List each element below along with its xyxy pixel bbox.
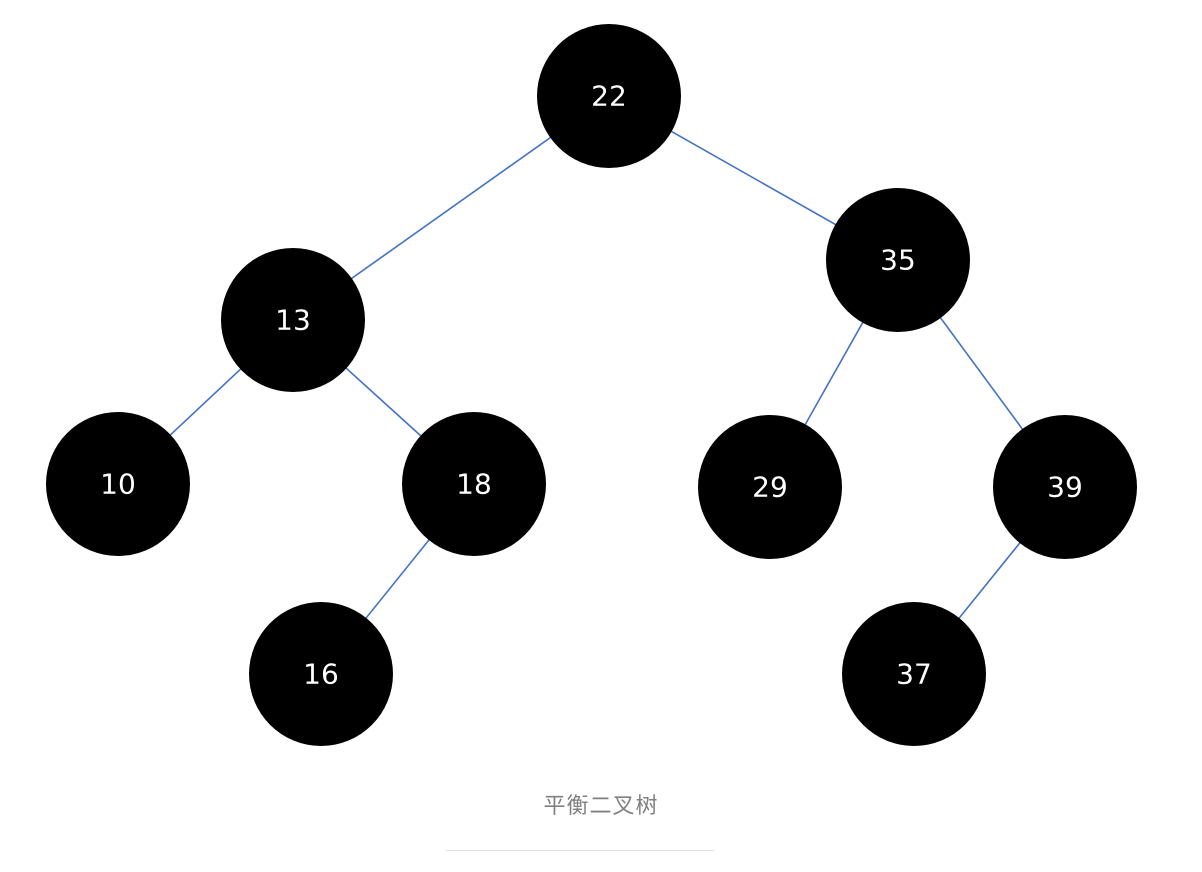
node-circle — [537, 24, 681, 168]
node-circle — [826, 188, 970, 332]
node-circle — [221, 248, 365, 392]
tree-node-13: 13 — [221, 248, 365, 392]
node-label: 29 — [752, 471, 788, 504]
node-label: 22 — [591, 80, 627, 113]
node-label: 39 — [1047, 471, 1083, 504]
node-label: 18 — [456, 468, 492, 501]
tree-node-16: 16 — [249, 602, 393, 746]
node-label: 10 — [100, 468, 136, 501]
node-label: 13 — [275, 304, 311, 337]
tree-node-29: 29 — [698, 415, 842, 559]
tree-node-22: 22 — [537, 24, 681, 168]
tree-node-39: 39 — [993, 415, 1137, 559]
node-label: 16 — [303, 658, 339, 691]
node-label: 37 — [896, 658, 932, 691]
node-circle — [842, 602, 986, 746]
nodes-layer: 22 13 35 10 18 29 39 16 37 — [46, 24, 1137, 746]
node-circle — [249, 602, 393, 746]
node-circle — [993, 415, 1137, 559]
tree-node-35: 35 — [826, 188, 970, 332]
tree-node-10: 10 — [46, 412, 190, 556]
node-circle — [698, 415, 842, 559]
node-circle — [46, 412, 190, 556]
edges-layer — [117, 95, 1066, 675]
tree-node-18: 18 — [402, 412, 546, 556]
diagram-caption: 平衡二叉树 — [543, 794, 659, 819]
node-circle — [402, 412, 546, 556]
tree-node-37: 37 — [842, 602, 986, 746]
node-label: 35 — [880, 244, 916, 277]
caption-divider — [446, 850, 714, 851]
